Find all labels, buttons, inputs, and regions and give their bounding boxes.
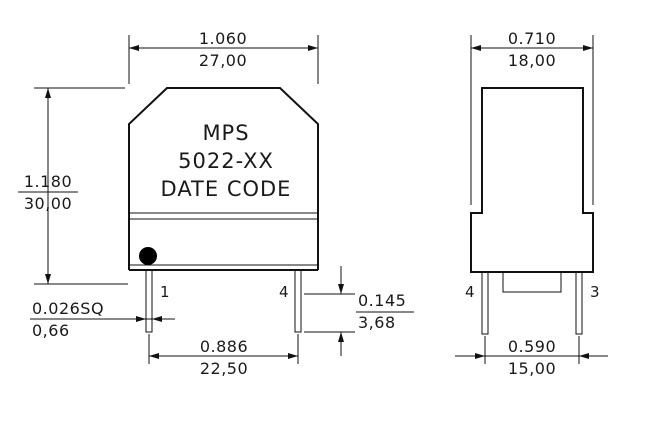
front-pin-label-4: 4 xyxy=(279,283,289,301)
body-text-line-1: MPS xyxy=(202,121,249,145)
side-body-outline xyxy=(470,87,594,273)
front-pin-4 xyxy=(294,269,302,333)
side-pin-label-3: 3 xyxy=(590,283,600,301)
side-view: 4 3 0.710 18,00 0.590 15,00 xyxy=(455,29,608,378)
side-width-inch: 0.710 xyxy=(508,29,556,48)
front-body-outline xyxy=(128,87,319,270)
side-pitch-inch: 0.590 xyxy=(508,337,556,356)
front-height-dimension: 1.180 30,00 xyxy=(18,87,128,285)
side-standoff xyxy=(502,271,562,293)
side-pin-4 xyxy=(481,271,489,335)
front-pitch-mm: 22,50 xyxy=(200,359,248,378)
pin1-indicator-dot xyxy=(139,247,157,265)
side-pitch-mm: 15,00 xyxy=(508,359,556,378)
front-width-inch: 1.060 xyxy=(199,29,247,48)
front-height-inch: 1.180 xyxy=(24,172,72,191)
front-pitch-dimension: 0.886 22,50 xyxy=(148,334,299,378)
front-pin-length-mm: 3,68 xyxy=(358,313,396,332)
front-pin-length-dimension: 0.145 3,68 xyxy=(304,266,414,356)
front-pin-size-mm: 0,66 xyxy=(32,321,70,340)
front-pin-label-1: 1 xyxy=(160,283,170,301)
front-pitch-inch: 0.886 xyxy=(200,337,248,356)
front-pin-length-inch: 0.145 xyxy=(358,291,406,310)
front-pin-1 xyxy=(145,269,153,333)
side-pitch-dimension: 0.590 15,00 xyxy=(455,336,608,378)
body-text-line-2: 5022-XX xyxy=(178,149,274,173)
side-width-dimension: 0.710 18,00 xyxy=(470,29,594,205)
front-width-dimension: 1.060 27,00 xyxy=(128,29,319,84)
front-width-mm: 27,00 xyxy=(199,51,247,70)
side-width-mm: 18,00 xyxy=(508,51,556,70)
front-pin-size-dimension: 0.026SQ 0,66 xyxy=(30,299,175,340)
body-text-line-3: DATE CODE xyxy=(161,177,292,201)
side-pin-3 xyxy=(575,271,583,335)
front-view: MPS 5022-XX DATE CODE 1 4 1.060 27,00 1.… xyxy=(18,29,414,378)
side-pin-label-4: 4 xyxy=(465,283,475,301)
front-height-mm: 30,00 xyxy=(24,194,72,213)
front-pin-size-inch: 0.026SQ xyxy=(32,299,104,318)
